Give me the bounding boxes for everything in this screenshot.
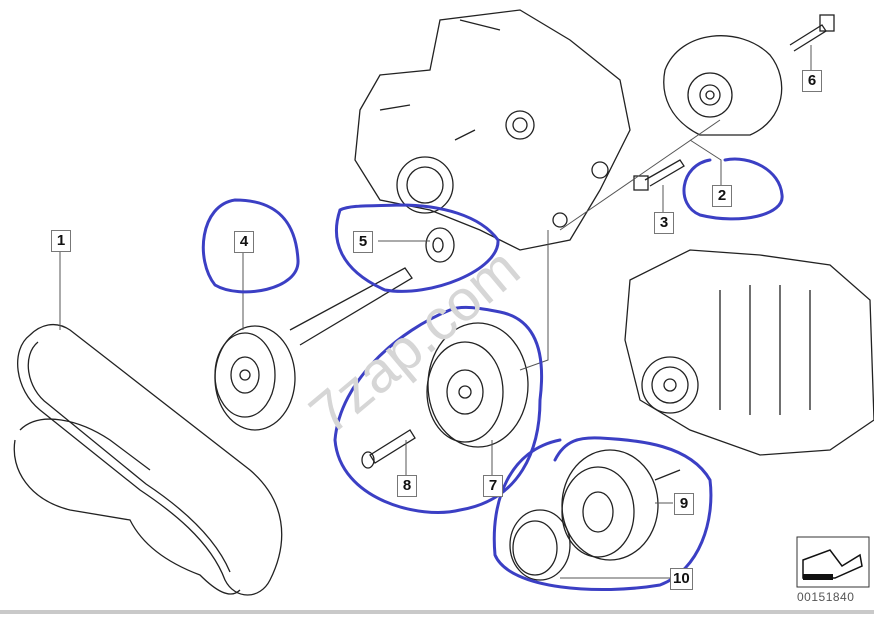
callout-9[interactable]: 9 [674,493,694,515]
dust-cap [509,509,571,581]
socket-screw [361,429,416,469]
view-direction-arrow-icon [796,536,870,588]
callout-6[interactable]: 6 [802,70,822,92]
callout-10[interactable]: 10 [670,568,693,590]
callout-1[interactable]: 1 [51,230,71,252]
washer [425,227,455,263]
guide-pulley-7 [426,322,529,448]
ribbed-v-belt [13,323,283,596]
callout-4[interactable]: 4 [234,231,254,253]
callout-7[interactable]: 7 [483,475,503,497]
callout-5[interactable]: 5 [353,231,373,253]
drawing-code: 00151840 [797,590,855,604]
hex-bolt-3 [633,159,685,191]
alternator [624,249,874,456]
callout-8[interactable]: 8 [397,475,417,497]
callout-3[interactable]: 3 [654,212,674,234]
callout-2[interactable]: 2 [712,185,732,207]
guide-pulley-9 [561,449,681,561]
tension-pulley [214,267,413,431]
bottom-divider [0,610,874,614]
engine-front-housing [354,9,631,251]
hex-bolt-6 [789,14,835,52]
belt-tensioner [663,35,783,136]
